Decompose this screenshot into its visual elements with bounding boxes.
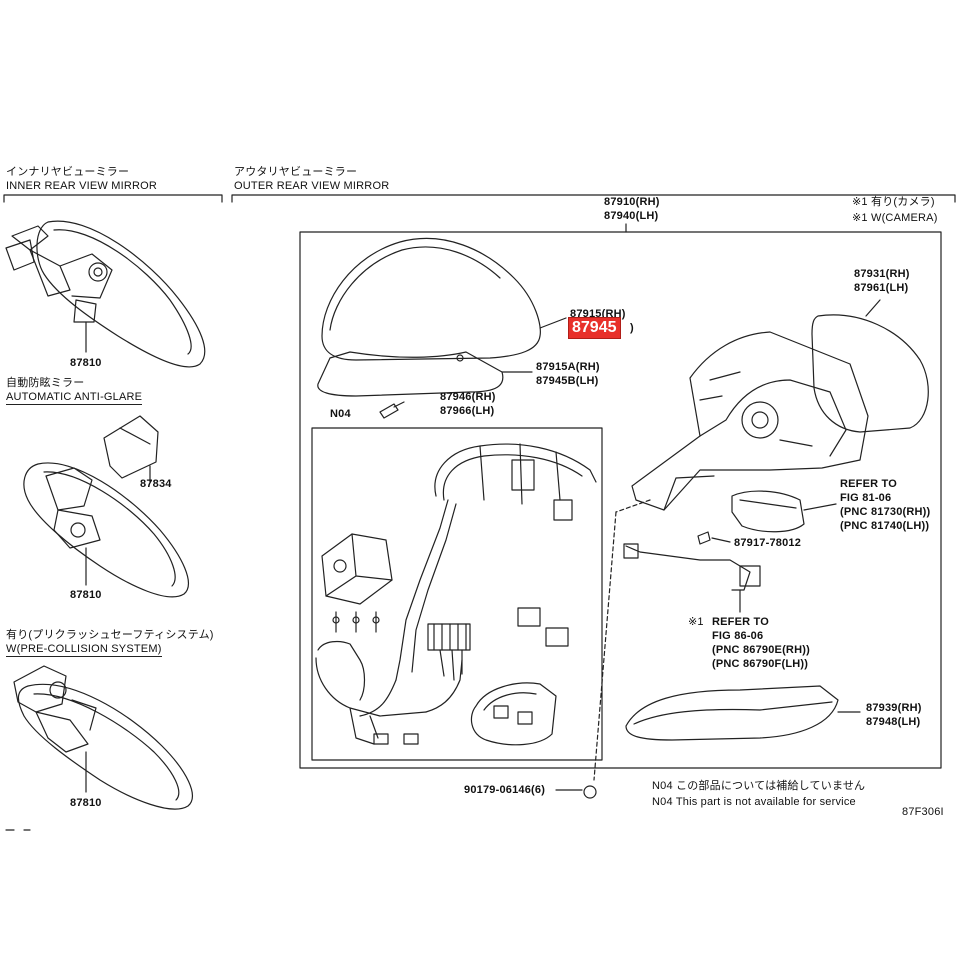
glass-rh: 87931(RH) xyxy=(854,268,910,280)
trim-lh: 87948(LH) xyxy=(866,716,921,728)
mirror-cover-drawing xyxy=(321,237,567,361)
turn-signal-housing-drawing xyxy=(470,682,557,746)
lower-cover-rh: 87915A(RH) xyxy=(536,361,600,373)
harness-rh: 87946(RH) xyxy=(440,391,496,403)
assy-rh: 87910(RH) xyxy=(604,196,660,208)
cover-lh-tail: ) xyxy=(630,322,634,334)
turn-signal-drawing xyxy=(731,490,837,533)
harness-drawing xyxy=(315,443,597,745)
cover-highlight-badge: 87945 xyxy=(568,317,621,339)
lower-trim-drawing xyxy=(625,685,861,741)
n04-label: N04 xyxy=(330,408,351,420)
refer1-line2: FIG 81-06 xyxy=(840,492,892,504)
n04-note-en: N04 This part is not available for servi… xyxy=(652,796,856,808)
n04-screw-drawing xyxy=(379,401,405,419)
part-87810-bottom: 87810 xyxy=(70,797,102,809)
inner-title-en: INNER REAR VIEW MIRROR xyxy=(6,180,158,192)
refer2-mark: ※1 xyxy=(688,616,704,628)
connector-drawing xyxy=(517,607,569,647)
motor-drawing xyxy=(321,533,393,633)
refer2-line2: FIG 86-06 xyxy=(712,630,764,642)
harness-lh: 87966(LH) xyxy=(440,405,495,417)
anti-glare-title-en: AUTOMATIC ANTI-GLARE xyxy=(6,391,143,405)
refer1-line1: REFER TO xyxy=(840,478,898,490)
screw-part: 87917-78012 xyxy=(734,537,802,549)
part-87834: 87834 xyxy=(140,478,172,490)
outer-assy-box xyxy=(299,231,942,769)
trim-rh: 87939(RH) xyxy=(866,702,922,714)
inner-mirror-drawing-2 xyxy=(23,415,189,598)
refer2-line4: (PNC 86790F(LH)) xyxy=(712,658,809,670)
figure-code: 87F306I xyxy=(902,806,944,818)
inner-mirror-drawing-3 xyxy=(13,665,193,810)
outer-title-jp: アウタリヤビューミラー xyxy=(234,166,358,178)
inner-section-bracket xyxy=(3,194,223,203)
part-87810-mid: 87810 xyxy=(70,589,102,601)
lower-cover-lh: 87945B(LH) xyxy=(536,375,599,387)
refer2-line3: (PNC 86790E(RH)) xyxy=(712,644,810,656)
mirror-glass-drawing xyxy=(811,299,929,433)
clip-drawing xyxy=(583,785,597,799)
camera-note-jp: ※1 有り(カメラ) xyxy=(852,196,935,208)
precollision-title-jp: 有り(プリクラッシュセーフティシステム) xyxy=(6,629,214,641)
inner-title-jp: インナリヤビューミラー xyxy=(6,166,130,178)
clip-part: 90179-06146(6) xyxy=(464,784,546,796)
outer-section-bracket xyxy=(231,194,956,203)
screw-drawing xyxy=(697,531,731,545)
n04-note-jp: N04 この部品については補給していません xyxy=(652,780,866,792)
assy-lh: 87940(LH) xyxy=(604,210,659,222)
inner-mirror-drawing-1 xyxy=(5,220,206,368)
harness-box xyxy=(311,427,603,761)
glass-lh: 87961(LH) xyxy=(854,282,909,294)
refer1-line4: (PNC 81740(LH)) xyxy=(840,520,930,532)
outer-title-en: OUTER REAR VIEW MIRROR xyxy=(234,180,390,192)
refer2-line1: REFER TO xyxy=(712,616,770,628)
camera-note-en: ※1 W(CAMERA) xyxy=(852,212,938,224)
camera-drawing xyxy=(623,543,761,613)
refer1-line3: (PNC 81730(RH)) xyxy=(840,506,931,518)
lower-cover-drawing xyxy=(317,351,533,397)
precollision-title-en: W(PRE-COLLISION SYSTEM) xyxy=(6,643,162,657)
part-87810-top: 87810 xyxy=(70,357,102,369)
anti-glare-title-jp: 自動防眩ミラー xyxy=(6,377,85,389)
mirror-assembly-drawing xyxy=(593,331,869,781)
